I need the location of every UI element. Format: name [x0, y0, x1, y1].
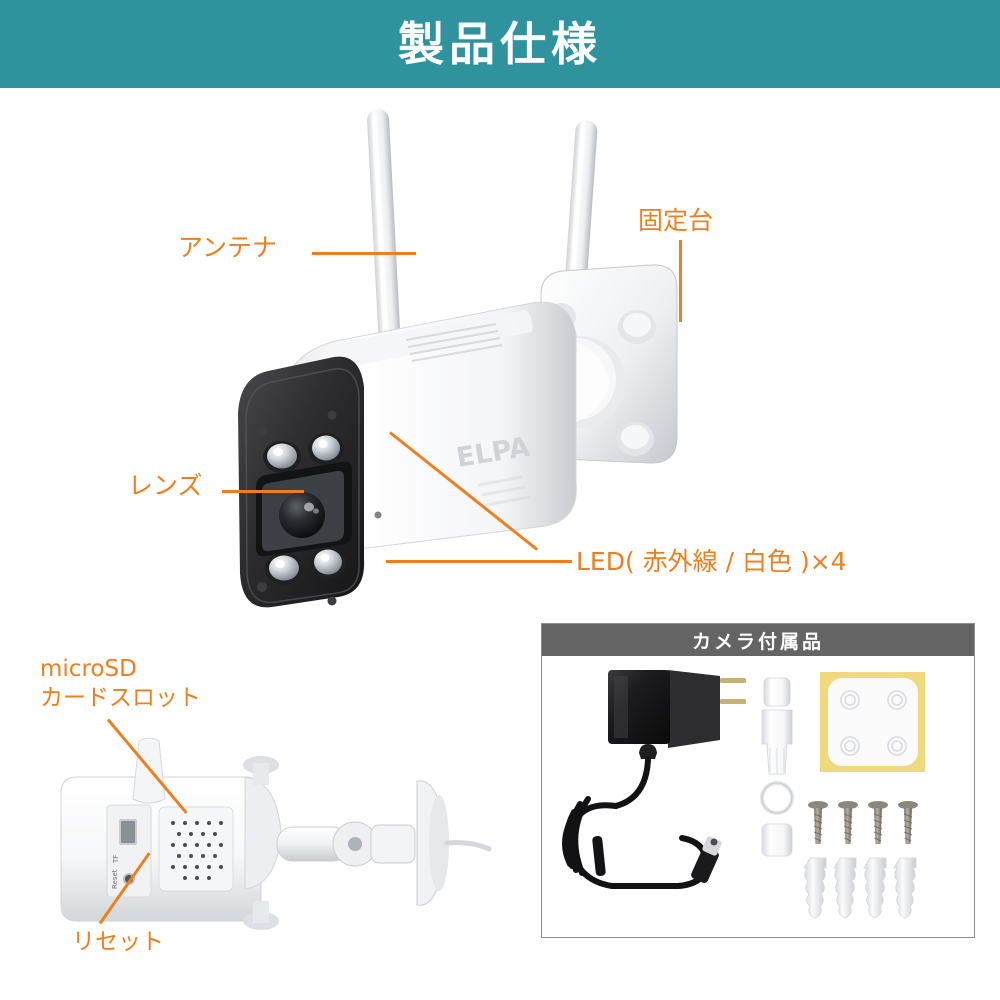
leader-lens: [222, 490, 304, 493]
screw-item: [808, 801, 828, 844]
ac-adapter-art: [608, 670, 746, 759]
accessories-illustration: [562, 670, 925, 919]
accessories-panel-title: カメラ付属品: [691, 630, 824, 653]
camera-rear-illustration: TF Reset: [60, 737, 492, 930]
callout-antenna-label: アンテナ: [178, 233, 278, 262]
callout-microsd-label-line1: microSD: [40, 656, 137, 682]
camera-lens-face-art: [238, 356, 365, 608]
waterproof-parts-art: [760, 677, 794, 857]
dc-plug-art: [691, 836, 722, 883]
screws-art: [808, 801, 918, 844]
screw-item: [868, 801, 888, 844]
rear-mount-knuckle-art: [243, 756, 279, 930]
screw-item: [838, 801, 858, 844]
mount-arm-art: [276, 780, 492, 906]
leader-antenna: [312, 252, 416, 255]
tf-slot-label: TF: [112, 855, 120, 864]
anchor-item: [833, 857, 857, 919]
anchor-item: [893, 857, 917, 919]
anchors-art: [803, 857, 917, 919]
callout-mount-base-label: 固定台: [638, 206, 714, 235]
reset-label: Reset: [111, 869, 119, 889]
callout-led-label: LED( 赤外線 / 白色 )×4: [576, 547, 847, 576]
led-top-pair-art: [263, 433, 344, 473]
callout-microsd-label-line2: カードスロット: [40, 685, 201, 711]
screw-item: [898, 801, 918, 844]
cable-strap-art: [592, 835, 606, 877]
power-cable-art: [562, 757, 709, 889]
led-bottom-pair-art: [265, 547, 346, 585]
lens-window-art: [256, 461, 352, 557]
leader-led-lower: [386, 560, 572, 563]
leader-mount-base: [679, 240, 682, 322]
anchor-item: [863, 857, 887, 919]
page-title: 製品仕様: [398, 17, 602, 71]
antenna-left-art: [367, 109, 401, 357]
page-header-banner: 製品仕様: [0, 0, 1000, 88]
accessories-panel-header: カメラ付属品: [542, 624, 974, 656]
rear-body-art: TF Reset: [60, 737, 282, 922]
callout-lens-label: レンズ: [128, 471, 203, 500]
camera-front-illustration: ELPA: [238, 109, 678, 608]
mounting-template-art: [820, 672, 925, 772]
callout-reset-label: リセット: [72, 929, 164, 955]
anchor-item: [803, 857, 827, 919]
